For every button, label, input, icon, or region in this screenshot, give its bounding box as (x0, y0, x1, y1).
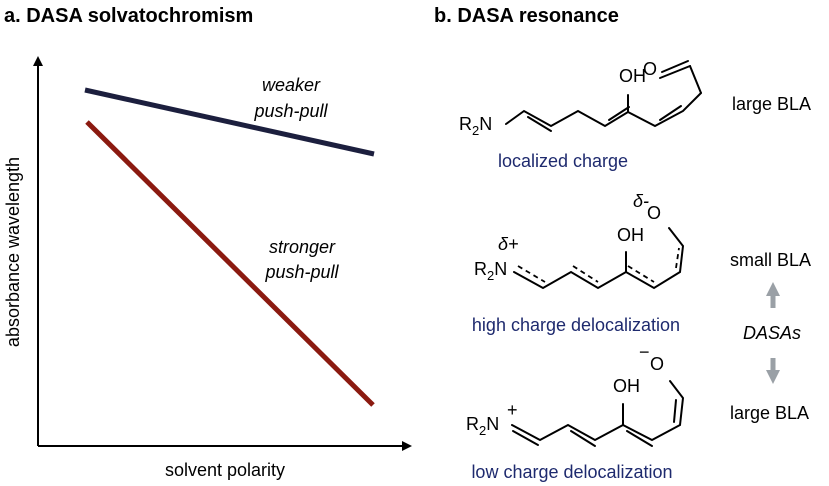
carbonyl-1 (659, 60, 691, 79)
stronger-label-line2: push-pull (264, 262, 339, 282)
carbonyl-oxygen-1: O (643, 59, 657, 79)
structure-delocalized: R2N δ+ OH O δ- (474, 191, 685, 290)
polyene-chain-2 (513, 227, 685, 290)
caption-high-delocalization: high charge delocalization (472, 315, 680, 335)
hydroxyl-1: OH (619, 66, 646, 86)
double-bond-3c (626, 430, 653, 447)
bla-label-3: large BLA (730, 403, 809, 423)
partial-bonds-2 (517, 247, 680, 283)
amine-group-1: R2N (459, 114, 492, 138)
co-bond-1 (689, 65, 702, 94)
weaker-label-line2: push-pull (253, 101, 328, 121)
oxygen-2: O (647, 203, 661, 223)
bla-label-2: small BLA (730, 250, 811, 270)
hydroxyl-3: OH (613, 376, 640, 396)
double-bond-3d (673, 399, 677, 423)
double-bond-3a (512, 430, 539, 446)
double-bond-1c (659, 105, 682, 121)
panel-a-title: a. DASA solvatochromism (4, 5, 253, 27)
weaker-label-line1: weaker (262, 75, 321, 95)
double-bond-1a (527, 116, 552, 132)
structure-localized: R2N OH O (459, 59, 702, 138)
dasas-label: DASAs (743, 323, 801, 343)
stronger-push-pull-line (85, 120, 375, 407)
oxygen-3: O (650, 354, 664, 374)
amine-group-3: R2N (466, 414, 499, 438)
polyene-chain-1 (505, 92, 702, 128)
y-axis-label: absorbance wavelength (3, 157, 23, 347)
structure-low-delocalization: R2N + OH O − (466, 342, 685, 447)
caption-low-delocalization: low charge delocalization (471, 462, 672, 482)
double-bond-3b (570, 430, 596, 447)
bla-label-1: large BLA (732, 94, 811, 114)
minus-charge: − (639, 342, 650, 362)
panel-b-title: b. DASA resonance (434, 5, 619, 27)
stronger-label-line1: stronger (269, 237, 336, 257)
hydroxyl-2: OH (617, 225, 644, 245)
amine-group-2: R2N (474, 259, 507, 283)
double-bond-1b (608, 106, 630, 121)
x-axis-label: solvent polarity (165, 460, 285, 480)
delta-plus: δ+ (498, 234, 519, 254)
weaker-push-pull-line (84, 87, 375, 157)
delta-minus: δ- (633, 191, 649, 211)
polyene-chain-3 (511, 380, 685, 442)
plus-charge: + (507, 400, 518, 420)
caption-localized: localized charge (498, 151, 628, 171)
